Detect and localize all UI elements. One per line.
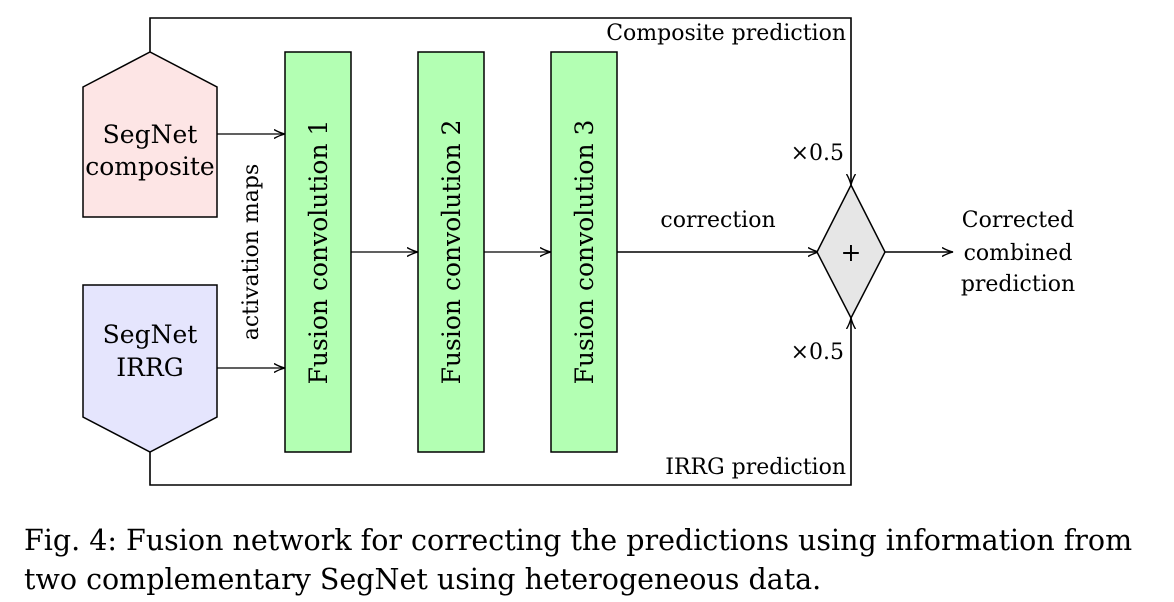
figure-caption: Fig. 4: Fusion network for correcting th… xyxy=(24,524,1133,596)
activation-maps-label: activation maps xyxy=(239,164,264,341)
segnet-composite-label-line2: composite xyxy=(85,152,214,181)
irrg-prediction-path xyxy=(149,318,851,486)
sum-node xyxy=(816,183,886,320)
segnet-composite-block xyxy=(82,51,218,218)
segnet-irrg-block xyxy=(82,284,218,453)
output-label-line2: combined xyxy=(964,241,1073,266)
fusion-conv-1-block xyxy=(284,51,352,453)
irrg-prediction-label: IRRG prediction xyxy=(665,455,846,480)
segnet-irrg-label-line1: SegNet xyxy=(103,320,198,349)
composite-prediction-path xyxy=(149,17,851,185)
weight-top-label: ×0.5 xyxy=(791,141,844,166)
fusion-conv-2-block xyxy=(417,51,485,453)
output-label-line1: Corrected xyxy=(962,208,1074,233)
segnet-irrg-label-line2: IRRG xyxy=(116,353,184,382)
fusion-conv-3-label: Fusion convolution 3 xyxy=(570,120,599,385)
fusion-conv-3-block xyxy=(550,51,618,453)
segnet-composite-label-line1: SegNet xyxy=(103,120,198,149)
fusion-network-diagram: SegNet composite SegNet IRRG activation … xyxy=(82,17,1075,486)
fusion-conv-1-label: Fusion convolution 1 xyxy=(304,120,333,385)
composite-prediction-label: Composite prediction xyxy=(606,21,846,46)
correction-label: correction xyxy=(660,208,775,233)
output-label-line3: prediction xyxy=(961,272,1075,297)
weight-bottom-label: ×0.5 xyxy=(791,340,844,365)
sum-symbol: + xyxy=(841,238,862,267)
fusion-conv-2-label: Fusion convolution 2 xyxy=(437,120,466,385)
